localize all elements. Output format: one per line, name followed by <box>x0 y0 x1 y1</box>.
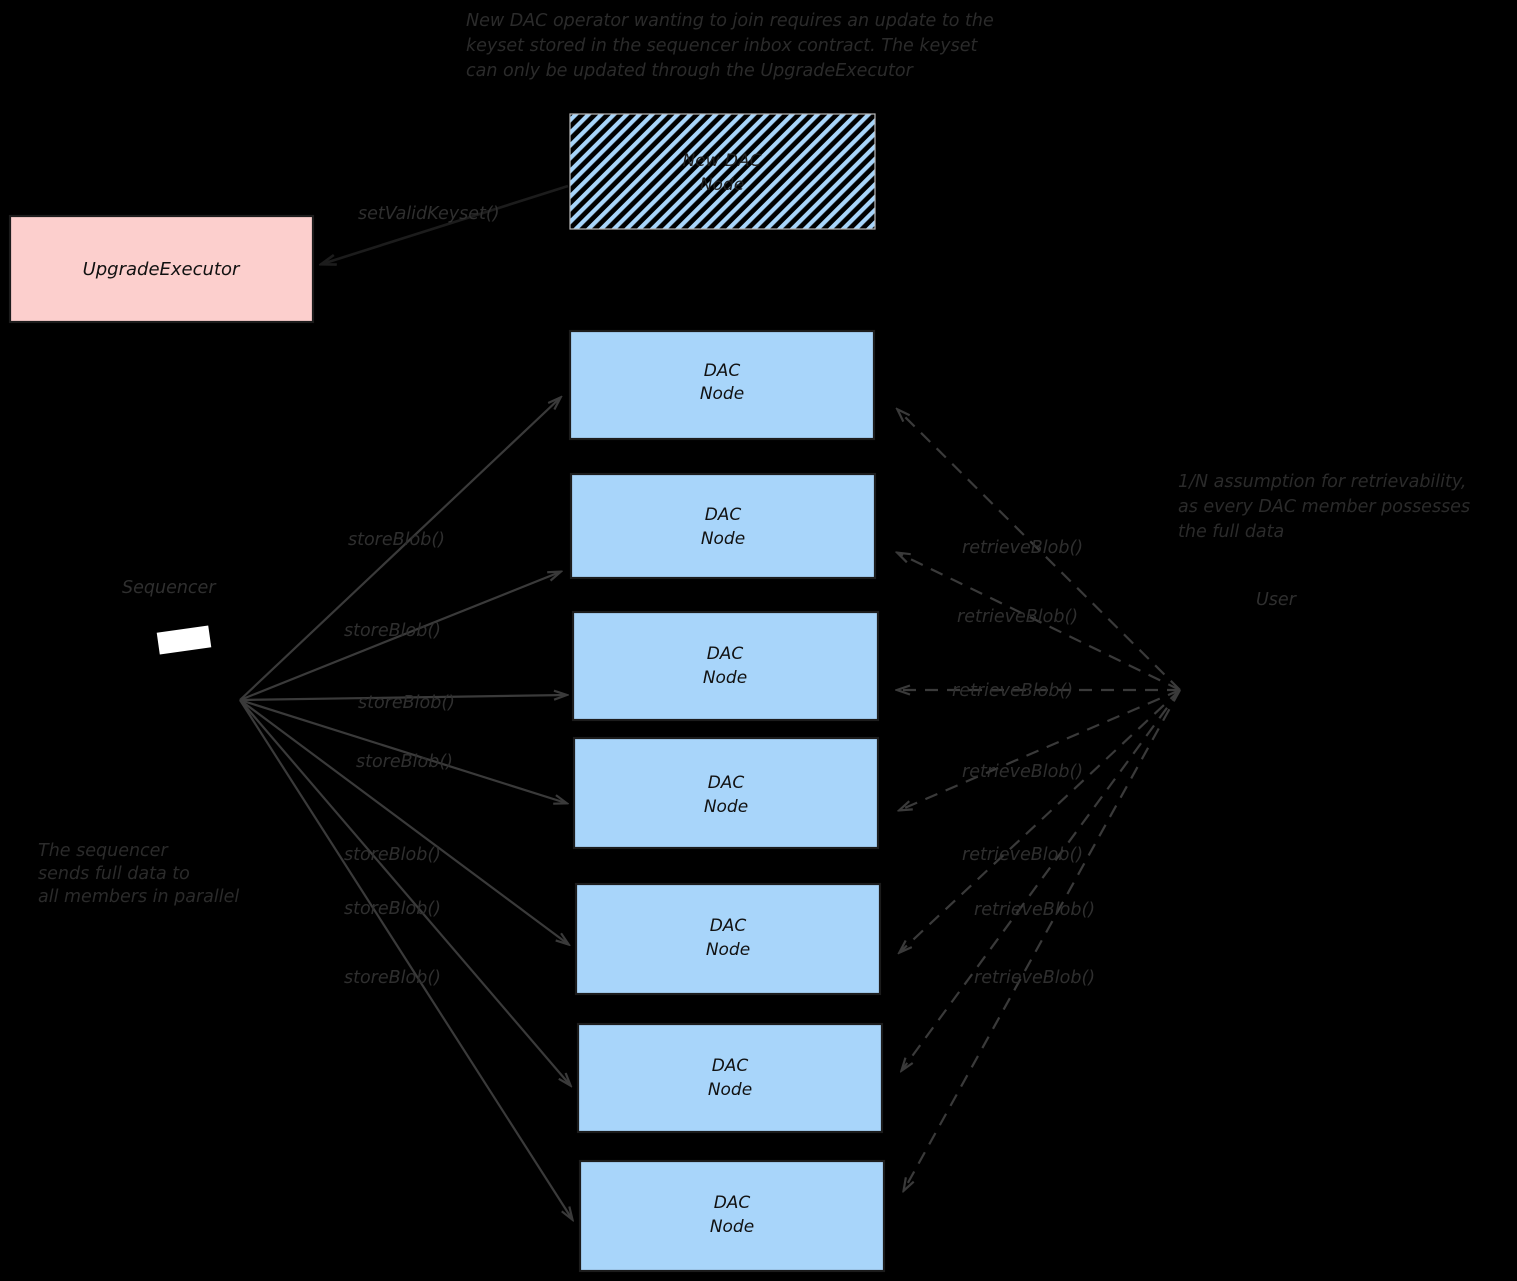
retrieve-blob-arrow-6 <box>902 689 1181 1070</box>
right-annotation-line-3: the full data <box>1178 522 1284 542</box>
left-annotation: The sequencer sends full data to all mem… <box>38 841 239 907</box>
store-blob-label-1: storeBlob() <box>348 530 445 550</box>
left-annotation-line-3: all members in parallel <box>38 887 239 907</box>
left-annotation-line-2: sends full data to <box>38 864 190 884</box>
upgrade-executor[interactable]: UpgradeExecutor <box>8 214 315 324</box>
top-annotation-line-1: New DAC operator wanting to join require… <box>466 11 994 31</box>
store-blob-arrow-4 <box>239 698 566 803</box>
store-blob-label-2: storeBlob() <box>344 621 441 641</box>
store-blob-arrow-3 <box>239 695 566 702</box>
dac-node-box[interactable] <box>571 610 880 722</box>
store-blob-label-6: storeBlob() <box>344 899 441 919</box>
store-blob-arrow-7 <box>239 699 572 1219</box>
right-annotation: 1/N assumption for retrievability, as ev… <box>1178 472 1470 542</box>
dac-node-label-line-1: DAC <box>710 916 747 936</box>
right-annotation-line-2: as every DAC member possesses <box>1178 497 1470 517</box>
dac-node-box[interactable] <box>569 472 877 580</box>
store-blob-arrow-1 <box>239 398 560 701</box>
dac-node-7[interactable]: DAC Node <box>578 1159 886 1273</box>
dac-node-6[interactable]: DAC Node <box>576 1022 884 1134</box>
user-label: User <box>1256 590 1298 610</box>
retrieve-blob-edges <box>898 410 1181 1190</box>
retrieve-blob-arrow-5 <box>900 689 1181 952</box>
store-blob-arrow-2 <box>239 572 560 702</box>
retrieve-blob-arrow-2 <box>898 553 1181 691</box>
dac-node-box[interactable] <box>576 1022 884 1134</box>
dac-node-1[interactable]: DAC Node <box>568 329 876 441</box>
retrieve-blob-arrow-4 <box>900 688 1181 810</box>
retrieve-blob-label-5: retrieveBlob() <box>962 845 1083 865</box>
dac-node-label-line-2: Node <box>710 1217 754 1237</box>
upgrade-executor-label: UpgradeExecutor <box>83 259 241 280</box>
dac-node-label-line-2: Node <box>703 668 747 688</box>
dac-node-label-line-2: Node <box>704 797 748 817</box>
set-valid-keyset-arrow <box>322 184 569 264</box>
dac-node-label-line-1: DAC <box>708 773 745 793</box>
new-dac-node-label-line-2: Node <box>700 175 744 195</box>
dac-node-list: DAC Node DAC Node DAC Node DAC Node DAC … <box>568 329 886 1273</box>
dac-node-box[interactable] <box>568 329 876 441</box>
retrieve-blob-label-4: retrieveBlob() <box>962 762 1083 782</box>
upgrade-executor-box[interactable] <box>8 214 315 324</box>
dac-node-label-line-1: DAC <box>704 361 741 381</box>
new-dac-node-label-line-1: New DAC <box>682 151 761 171</box>
store-blob-arrow-6 <box>239 699 570 1085</box>
dac-node-3[interactable]: DAC Node <box>571 610 880 722</box>
store-blob-label-group: storeBlob() storeBlob() storeBlob() stor… <box>344 530 455 988</box>
retrieve-blob-label-1: retrieveBlob() <box>962 538 1083 558</box>
set-valid-keyset-label: setValidKeyset() <box>358 204 500 224</box>
dac-node-2[interactable]: DAC Node <box>569 472 877 580</box>
top-annotation-line-2: keyset stored in the sequencer inbox con… <box>466 36 979 56</box>
store-blob-label-3: storeBlob() <box>358 693 455 713</box>
retrieve-blob-label-6: retrieveBlob() <box>974 900 1095 920</box>
user[interactable]: User <box>1256 590 1298 610</box>
set-valid-keyset-edge: setValidKeyset() <box>322 184 569 264</box>
top-annotation: New DAC operator wanting to join require… <box>466 11 994 81</box>
dac-node-label-line-1: DAC <box>714 1193 751 1213</box>
sequencer-marker-icon <box>156 625 212 655</box>
dac-node-label-line-1: DAC <box>705 505 742 525</box>
dac-node-4[interactable]: DAC Node <box>572 736 880 850</box>
store-blob-label-5: storeBlob() <box>344 845 441 865</box>
top-annotation-line-3: can only be updated through the UpgradeE… <box>466 61 915 81</box>
dac-node-label-line-1: DAC <box>712 1056 749 1076</box>
retrieve-blob-arrow-7 <box>904 689 1181 1190</box>
right-annotation-line-1: 1/N assumption for retrievability, <box>1178 472 1466 492</box>
dac-node-label-line-1: DAC <box>707 644 744 664</box>
store-blob-label-7: storeBlob() <box>344 968 441 988</box>
dac-node-box[interactable] <box>574 882 882 996</box>
dac-node-label-line-2: Node <box>700 384 744 404</box>
sequencer[interactable]: Sequencer <box>122 578 217 655</box>
retrieve-blob-label-group: retrieveBlob() retrieveBlob() retrieveBl… <box>952 538 1095 988</box>
dac-node-label-line-2: Node <box>708 1080 752 1100</box>
new-dac-node-box[interactable] <box>569 113 876 230</box>
dac-node-label-line-2: Node <box>706 940 750 960</box>
retrieve-blob-arrow-1 <box>898 410 1181 691</box>
sequencer-label: Sequencer <box>122 578 217 598</box>
retrieve-blob-label-7: retrieveBlob() <box>974 968 1095 988</box>
dac-node-5[interactable]: DAC Node <box>574 882 882 996</box>
store-blob-label-4: storeBlob() <box>356 752 453 772</box>
new-dac-node[interactable]: New DAC Node <box>569 113 876 230</box>
dac-node-box[interactable] <box>578 1159 886 1273</box>
store-blob-edges <box>239 398 572 1219</box>
left-annotation-line-1: The sequencer <box>38 841 169 861</box>
store-blob-arrow-5 <box>239 699 568 944</box>
retrieve-blob-label-3: retrieveBlob() <box>952 681 1073 701</box>
dac-node-label-line-2: Node <box>701 529 745 549</box>
retrieve-blob-label-2: retrieveBlob() <box>957 607 1078 627</box>
dac-node-box[interactable] <box>572 736 880 850</box>
